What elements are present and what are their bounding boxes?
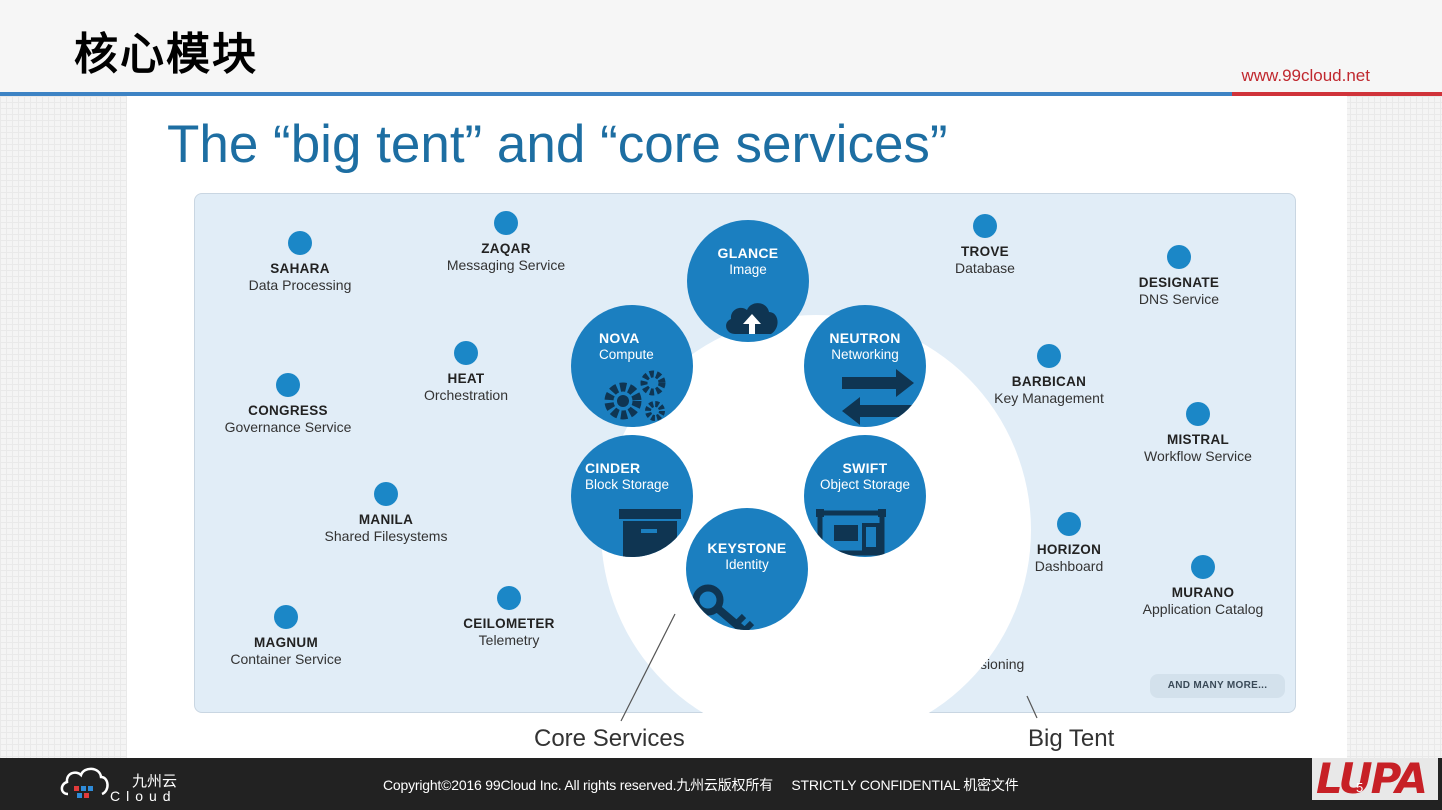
service-dot [454,341,478,365]
service-dot [1057,512,1081,536]
service-heat: HEAT Orchestration [366,341,566,404]
service-desc: Telemetry [478,632,540,648]
box-icon [619,509,681,557]
service-sahara: SAHARA Data Processing [200,231,400,294]
service-name: HEAT [447,371,485,386]
service-desc: Governance Service [224,419,352,435]
service-dot [1037,344,1061,368]
service-desc: Shared Filesystems [324,528,448,544]
core-keystone: KEYSTONE Identity [686,508,808,630]
service-dot [374,482,398,506]
footer-copyright: Copyright©2016 99Cloud Inc. All rights r… [383,777,1019,793]
core-name: KEYSTONE [707,540,787,556]
slide-title: 核心模块 [74,29,258,80]
service-desc: Key Management [994,390,1104,406]
service-dot [276,373,300,397]
service-desc: Dashboard [1034,558,1104,574]
service-magnum: MAGNUM Container Service [186,605,386,668]
slide-footer: 九州云 Cloud Copyright©2016 99Cloud Inc. Al… [0,754,1442,810]
core-name: GLANCE [717,245,779,261]
service-name: MANILA [358,512,414,527]
service-name: CEILOMETER [463,616,555,631]
slide-header: 核心模块 www.99cloud.net [0,0,1442,93]
service-dot [1167,245,1191,269]
core-cinder: CINDER Block Storage [571,435,693,557]
core-name: NEUTRON [829,330,901,346]
storage-icon [816,509,886,556]
service-name: HORIZON [1036,542,1102,557]
service-ceilometer: CEILOMETER Telemetry [409,586,609,649]
service-horizon: HORIZON Dashboard [969,512,1169,575]
service-name: TROVE [960,244,1009,259]
service-name: MISTRAL [1166,432,1230,447]
service-mistral: MISTRAL Workflow Service [1098,402,1298,465]
core-swift: SWIFT Object Storage [804,435,926,557]
arrows-icon [842,369,914,425]
core-neutron: NEUTRON Networking [804,305,926,427]
service-desc: Data Processing [248,277,352,293]
gears-icon [604,370,666,421]
service-dot [497,586,521,610]
service-dot [1191,555,1215,579]
service-dot [1186,402,1210,426]
service-name: BARBICAN [1011,374,1087,389]
service-trove: TROVE Database [885,214,1085,277]
core-desc: Image [729,262,767,277]
cloud-upload-icon [726,303,778,334]
service-zaqar: ZAQAR Messaging Service [406,211,606,274]
page-number: 5 [1356,780,1364,795]
core-desc: Identity [725,557,769,572]
service-name: ZAQAR [481,241,531,256]
core-desc: Compute [599,347,654,362]
service-desc: Orchestration [423,387,509,403]
service-desc: Container Service [230,651,342,667]
core-name: SWIFT [842,460,888,476]
service-barbican: BARBICAN Key Management [949,344,1149,407]
site-url[interactable]: www.99cloud.net [1241,66,1370,85]
core-glance: GLANCE Image [687,220,809,342]
footer-logo-en: Cloud [110,788,177,804]
service-name: SAHARA [270,261,330,276]
footer-logo-cn: 九州云 [132,772,178,790]
service-designate: DESIGNATE DNS Service [1079,245,1279,308]
callout-lines [620,613,1038,722]
service-name: CONGRESS [248,403,328,418]
service-name: DESIGNATE [1138,275,1220,290]
header-rule-blue [0,92,1232,96]
service-desc: Messaging Service [446,257,566,273]
and-many-more-badge: AND MANY MORE... [1150,674,1285,698]
service-desc: Database [955,260,1015,276]
core-desc: Block Storage [585,477,670,492]
service-name: MAGNUM [253,635,319,650]
core-desc: Networking [831,347,899,362]
core-desc: Object Storage [819,477,911,492]
service-manila: MANILA Shared Filesystems [286,482,486,545]
service-desc: Workflow Service [1144,448,1252,464]
header-rule-red [1232,92,1442,96]
lupa-logo-text: LUPA [1316,754,1428,803]
core-name: NOVA [599,330,640,346]
service-murano: MURANO Application Catalog [1103,555,1303,618]
service-desc: DNS Service [1138,291,1220,307]
key-icon [692,584,755,630]
lupa-logo: LUPA [1312,754,1438,803]
core-nova: NOVA Compute [571,305,693,427]
diagram-image: The “big tent” and “core services” SAHAR… [127,96,1347,758]
service-dot [274,605,298,629]
service-dot [288,231,312,255]
service-desc: Application Catalog [1142,601,1264,617]
service-dot [494,211,518,235]
cloud-logo-icon [60,767,109,798]
diagram-panel: SAHARA Data Processing ZAQAR Messaging S… [194,193,1298,745]
core-name: CINDER [585,460,641,476]
service-name: MURANO [1171,585,1235,600]
service-dot [973,214,997,238]
core-services-label: Core Services [534,725,685,752]
diagram-heading: The “big tent” and “core services” [167,115,948,174]
big-tent-label: Big Tent [1028,725,1115,752]
service-congress: CONGRESS Governance Service [188,373,388,436]
